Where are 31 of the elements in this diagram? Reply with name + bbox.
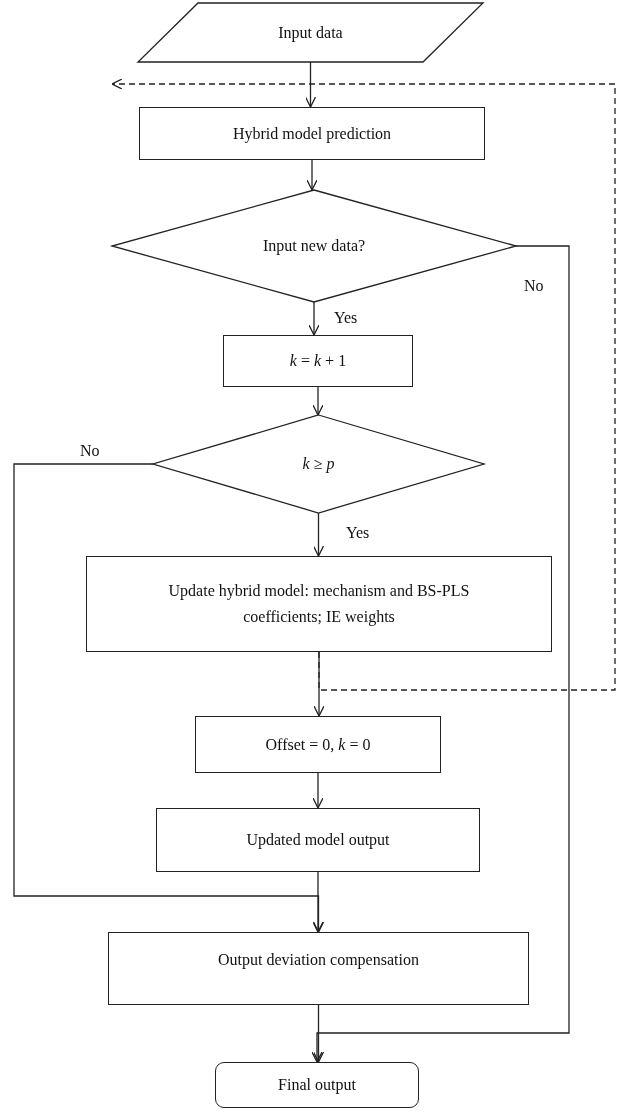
node-text: Update hybrid model: mechanism and BS-PLS coefficients; IE weights xyxy=(167,581,471,628)
arrow xyxy=(312,1004,325,1063)
process-box xyxy=(108,932,529,1005)
process-box xyxy=(139,107,485,160)
decision-diamond xyxy=(112,190,516,302)
process-box xyxy=(86,556,552,652)
node-text: Hybrid model prediction xyxy=(232,123,392,145)
terminal-box xyxy=(215,1062,419,1108)
arrow xyxy=(312,871,324,933)
arrow xyxy=(312,772,324,809)
process-box xyxy=(223,335,413,387)
decision-diamond xyxy=(153,415,484,513)
arrow xyxy=(304,61,317,108)
arrow xyxy=(311,245,570,1063)
dashed-arrow xyxy=(111,78,616,691)
arrow xyxy=(13,463,325,933)
node-text: Input new data? xyxy=(262,236,366,257)
arrow xyxy=(312,386,324,416)
arrow xyxy=(308,301,320,336)
arrow xyxy=(306,159,318,191)
node-text: Final output xyxy=(278,1075,356,1096)
node-text: k ≥ p xyxy=(302,454,335,475)
node-text: Offset = 0, k = 0 xyxy=(265,734,371,755)
arrow xyxy=(312,512,325,557)
process-box xyxy=(195,716,441,773)
node-text: Output deviation compensation xyxy=(218,949,419,971)
node-text: k = k + 1 xyxy=(289,351,347,372)
node-text: Updated model output xyxy=(246,830,390,851)
node-text: Input data xyxy=(278,22,343,44)
input-parallelogram xyxy=(138,3,483,62)
process-box xyxy=(156,808,480,872)
